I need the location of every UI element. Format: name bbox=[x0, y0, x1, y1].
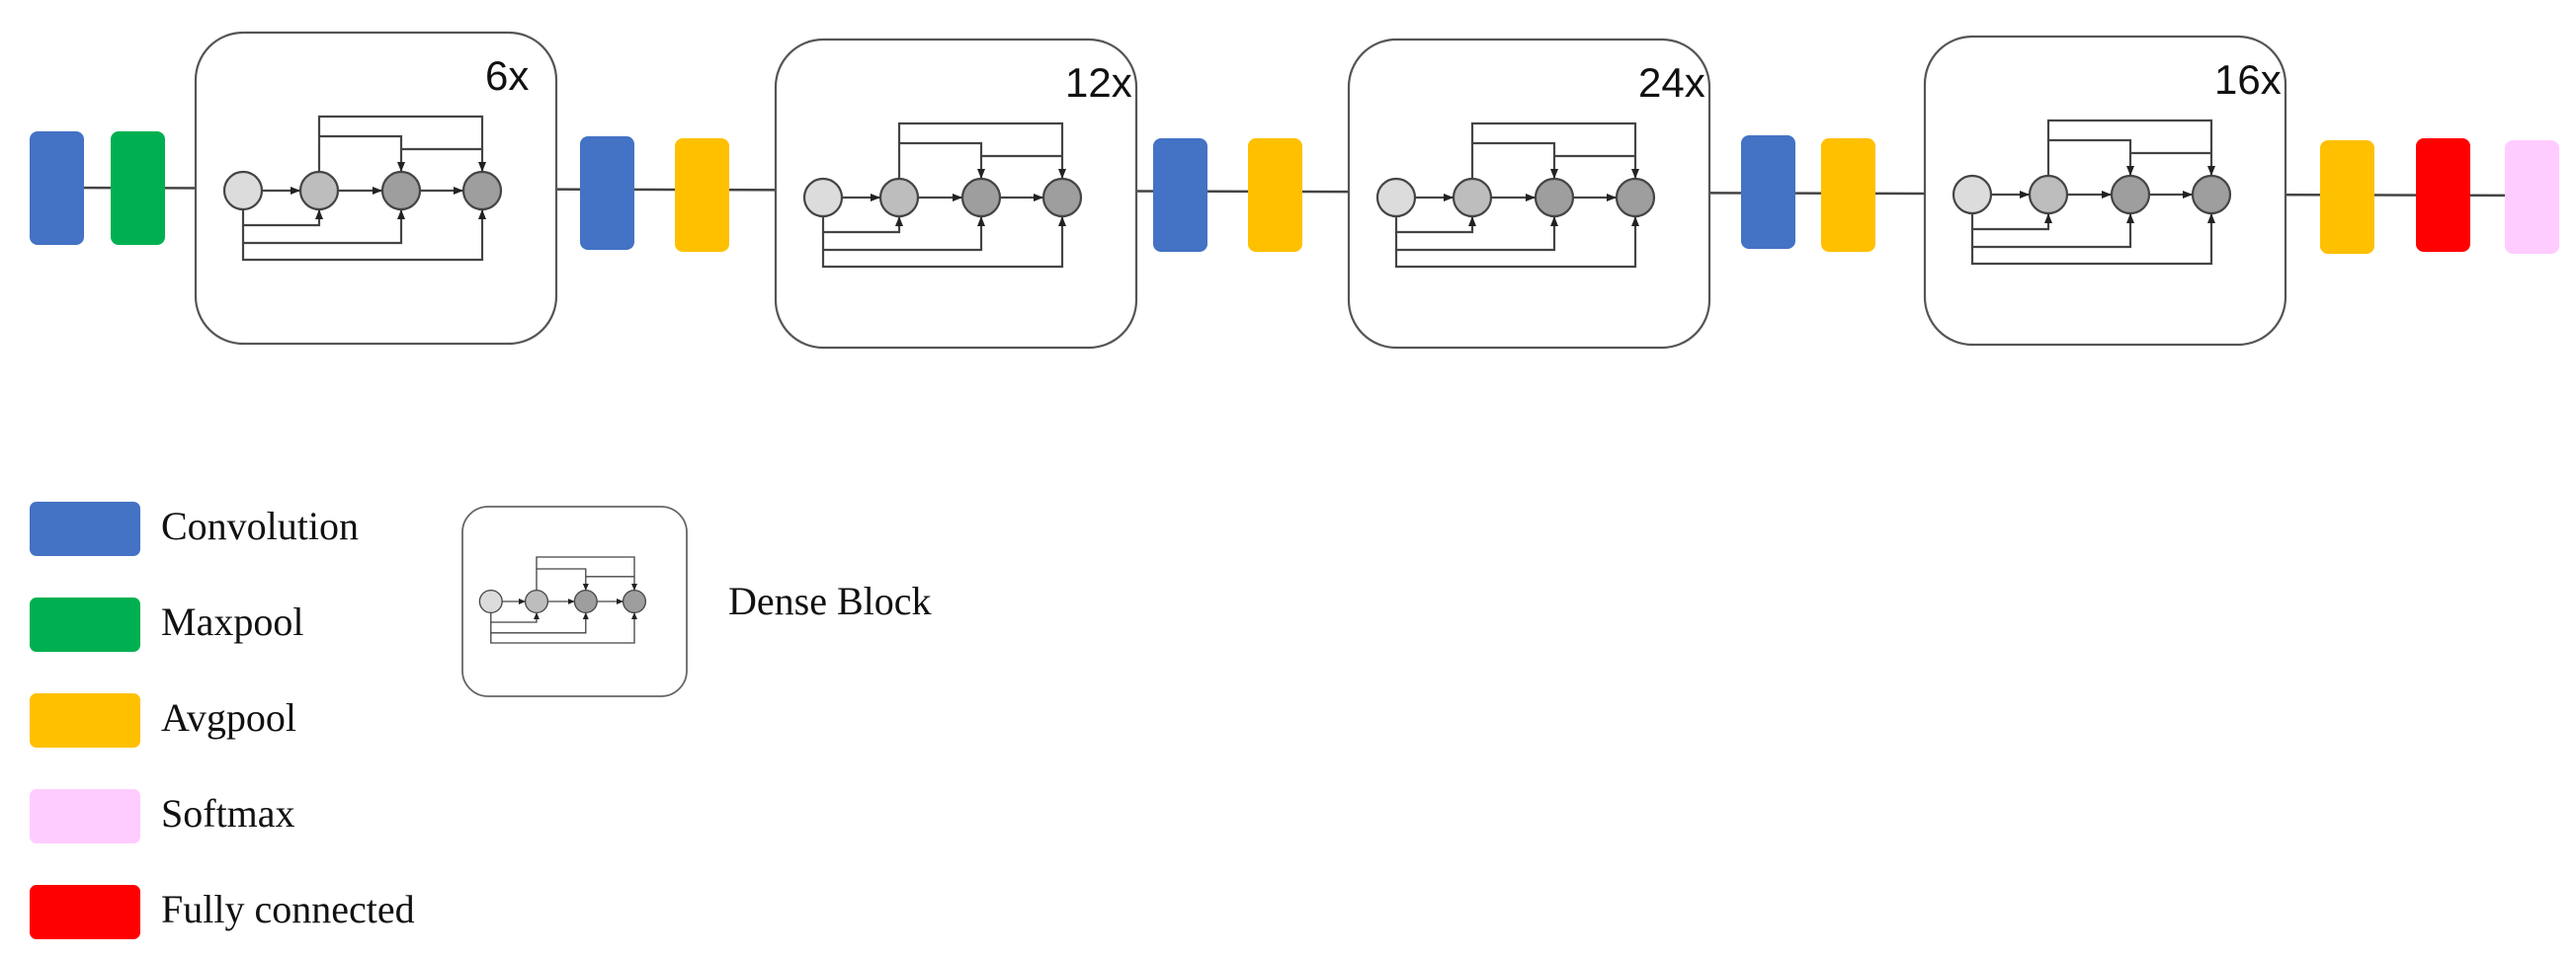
skip-connection bbox=[897, 141, 985, 179]
legend-label: Fully connected bbox=[161, 887, 415, 931]
convolution-layer bbox=[30, 131, 84, 245]
legend-swatch bbox=[30, 789, 140, 843]
layer-node-3 bbox=[622, 589, 647, 614]
legend-dense-block-label: Dense Block bbox=[728, 579, 932, 623]
input-node bbox=[802, 177, 844, 218]
maxpool-layer bbox=[111, 131, 165, 245]
dense-block-repeat-label: 6x bbox=[485, 52, 529, 99]
input-node bbox=[1952, 174, 1993, 215]
dense-block-repeat-label: 12x bbox=[1065, 59, 1132, 106]
skip-connection bbox=[821, 216, 985, 252]
avgpool-layer bbox=[1821, 138, 1875, 252]
skip-connection bbox=[241, 209, 486, 262]
avgpool-layer bbox=[675, 138, 729, 252]
legend-item-softmax: Softmax bbox=[30, 789, 295, 843]
layer-node-3 bbox=[461, 170, 503, 211]
layer-node-3 bbox=[1041, 177, 1083, 218]
skip-connection bbox=[490, 612, 540, 623]
layer-node-1 bbox=[1452, 177, 1493, 218]
legend-swatch bbox=[30, 598, 140, 652]
skip-connection bbox=[1970, 213, 2134, 249]
skip-connection bbox=[897, 121, 1066, 179]
layer-node-3 bbox=[2191, 174, 2232, 215]
legend-swatch bbox=[30, 885, 140, 939]
legend-item-maxpool: Maxpool bbox=[30, 598, 303, 652]
legend-swatch bbox=[30, 502, 140, 556]
skip-connection bbox=[1394, 216, 1558, 252]
dense-block-24x: 24x bbox=[1347, 38, 1711, 350]
skip-connection bbox=[1394, 216, 1476, 234]
skip-connection bbox=[1470, 141, 1558, 179]
skip-connection bbox=[241, 209, 323, 227]
pipeline: 6x 12x 24x 16x bbox=[30, 31, 2559, 350]
legend-label: Maxpool bbox=[161, 599, 303, 644]
avgpool-layer bbox=[2320, 140, 2374, 254]
skip-connection bbox=[2046, 119, 2215, 176]
layer-node-2 bbox=[960, 177, 1002, 218]
skip-connection bbox=[536, 568, 589, 591]
input-node bbox=[1375, 177, 1417, 218]
convolution-layer bbox=[1741, 135, 1795, 249]
dense-block-repeat-label: 16x bbox=[2214, 56, 2282, 103]
convolution-layer bbox=[1153, 138, 1207, 252]
input-node bbox=[478, 589, 503, 614]
layer-node-1 bbox=[298, 170, 340, 211]
layer-node-3 bbox=[1615, 177, 1656, 218]
fully-connected-layer bbox=[2416, 138, 2470, 252]
legend-label: Avgpool bbox=[161, 695, 296, 740]
layer-node-2 bbox=[1534, 177, 1575, 218]
skip-connection bbox=[490, 612, 637, 644]
input-node bbox=[222, 170, 264, 211]
skip-connection bbox=[821, 216, 1066, 269]
layer-node-1 bbox=[2028, 174, 2069, 215]
skip-connection bbox=[536, 556, 637, 591]
skip-connection bbox=[241, 209, 405, 245]
dense-block-6x: 6x bbox=[194, 31, 558, 346]
legend-swatch bbox=[30, 693, 140, 748]
legend-label: Softmax bbox=[161, 791, 295, 836]
dense-block-16x: 16x bbox=[1923, 35, 2287, 347]
skip-connection bbox=[317, 134, 405, 172]
dense-block-repeat-label: 24x bbox=[1638, 59, 1705, 106]
layer-node-2 bbox=[380, 170, 422, 211]
skip-connection bbox=[1470, 121, 1639, 179]
convolution-layer bbox=[580, 136, 634, 250]
skip-connection bbox=[490, 612, 589, 634]
layer-node-1 bbox=[878, 177, 920, 218]
legend-label: Convolution bbox=[161, 504, 359, 548]
dense-block-12x: 12x bbox=[774, 38, 1138, 350]
skip-connection bbox=[1970, 213, 2052, 231]
avgpool-layer bbox=[1248, 138, 1302, 252]
skip-connection bbox=[317, 115, 486, 172]
legend-dense-block: Dense Block bbox=[461, 506, 932, 697]
legend-item-avgpool: Avgpool bbox=[30, 693, 296, 748]
skip-connection bbox=[1394, 216, 1639, 269]
skip-connection bbox=[821, 216, 903, 234]
layer-node-2 bbox=[2110, 174, 2151, 215]
legend-item-convolution: Convolution bbox=[30, 502, 359, 556]
skip-connection bbox=[1970, 213, 2215, 266]
softmax-layer bbox=[2505, 140, 2559, 254]
legend-dense-block-icon bbox=[461, 506, 688, 697]
skip-connection bbox=[2046, 138, 2134, 176]
layer-node-2 bbox=[573, 589, 598, 614]
legend-item-fully-connected: Fully connected bbox=[30, 885, 415, 939]
layer-node-1 bbox=[524, 589, 549, 614]
